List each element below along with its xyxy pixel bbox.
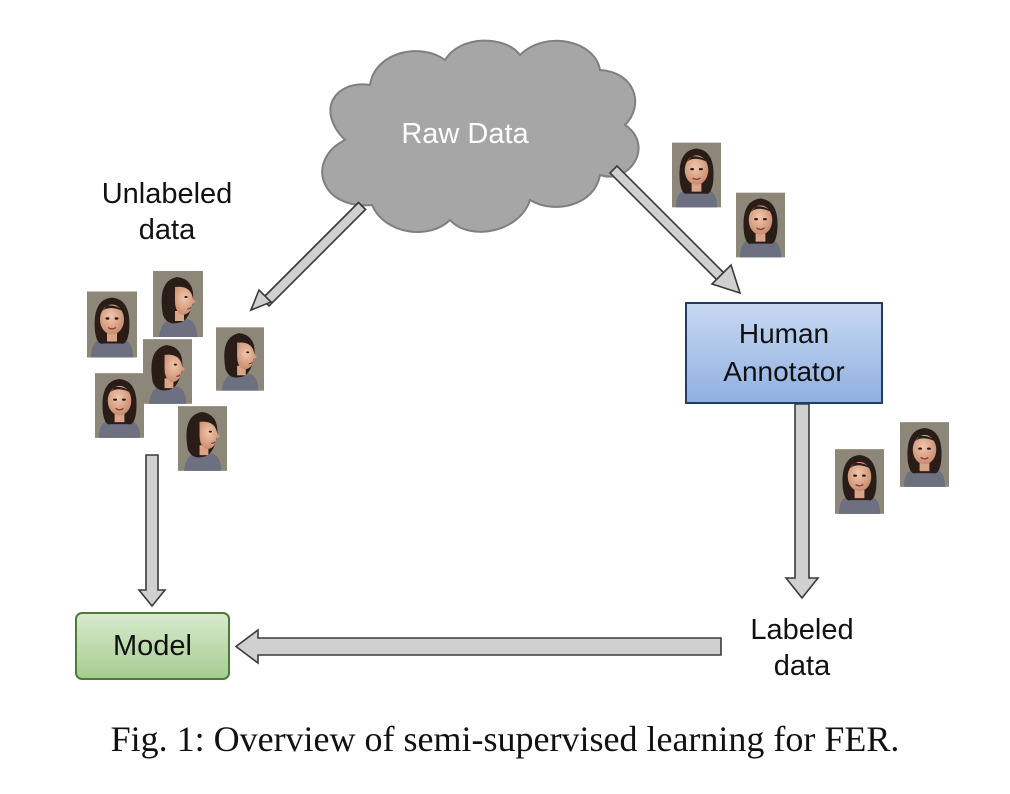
unlabeled-data-label: Unlabeled data [101, 178, 233, 246]
face-photo [736, 192, 785, 258]
model-box [75, 612, 230, 680]
face-photo [143, 338, 192, 405]
human-annotator-box [685, 302, 883, 404]
arrow-cloud-to-unlabeled-body [260, 201, 367, 308]
figure-caption: Fig. 1: Overview of semi-supervised lear… [110, 719, 900, 759]
face-photo [672, 142, 721, 208]
face-photo [153, 271, 203, 337]
face-photo [87, 291, 137, 358]
face-photo [216, 326, 264, 392]
raw-data-label: Raw Data [401, 118, 529, 150]
face-photo [95, 372, 144, 439]
human-annotator-text: Human Annotator [723, 318, 845, 387]
arrow-annotator-to-labeled [784, 403, 820, 600]
raw-data-cloud [321, 39, 640, 233]
arrow-cloud-to-annotator-head [710, 263, 742, 295]
labeled-data-label: Labeled data [750, 614, 854, 682]
face-photo [900, 421, 949, 488]
arrow-cloud-to-unlabeled-head [249, 288, 273, 312]
arrow-labeled-to-model [234, 628, 722, 665]
face-photo [178, 405, 227, 472]
model-text: Model [113, 629, 192, 662]
face-photo [835, 448, 884, 515]
arrow-unlabeled-to-model [137, 454, 167, 608]
